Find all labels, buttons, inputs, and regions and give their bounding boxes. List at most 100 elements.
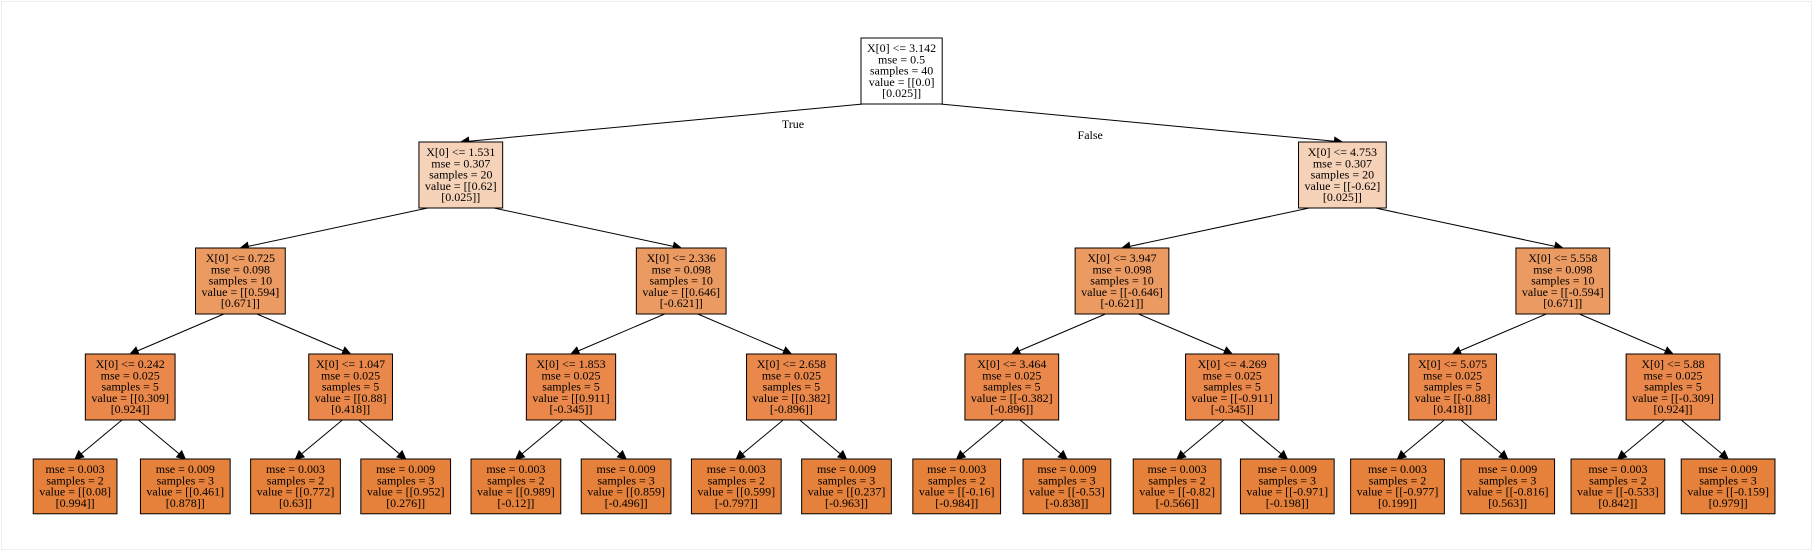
node-box [690, 458, 782, 515]
tree-edge [1240, 419, 1282, 455]
node-text-line: samples = 5 [322, 380, 379, 394]
node-text-line: samples = 5 [1424, 380, 1481, 394]
edge-arrowhead [1451, 346, 1463, 356]
tree-edge [521, 419, 564, 455]
edge-arrowhead [836, 449, 848, 460]
node-text-line: [0.878]] [166, 496, 205, 510]
node-text-line: value = [[0.08] [39, 485, 111, 499]
node-text-line: samples = 20 [1311, 168, 1374, 182]
node-text-line: value = [[0.461] [146, 485, 224, 499]
node-text-line: mse = 0.003 [707, 462, 766, 476]
node-text-line: [-0.896]] [770, 402, 813, 416]
tree-edge [301, 419, 343, 455]
node-text-line: samples = 2 [267, 473, 324, 487]
node-text-line: X[0] <= 3.464 [977, 357, 1046, 371]
node-box [1680, 458, 1776, 515]
edge-arrowhead [515, 449, 526, 460]
node-text-line: samples = 20 [429, 168, 492, 182]
node-text-line: [0.842]] [1598, 496, 1637, 510]
edge-label-false: False [1078, 128, 1103, 142]
node-text-line: samples = 3 [818, 473, 875, 487]
node-text-line: mse = 0.009 [817, 462, 876, 476]
edge-arrowhead [1222, 346, 1234, 356]
node-text-line: value = [[-0.16] [919, 485, 995, 499]
node-text-line: value = [[-0.911] [1192, 391, 1273, 405]
node-text-line: value = [[0.911] [532, 391, 609, 405]
node-text-line: [0.671]] [221, 296, 260, 310]
node-text-line: X[0] <= 0.725 [206, 251, 275, 265]
node-text-line: X[0] <= 1.853 [536, 357, 605, 371]
edge-arrowhead [74, 449, 85, 460]
node-text-line: value = [[0.237] [808, 485, 886, 499]
tree-edge [1623, 419, 1666, 455]
node-text-line: samples = 3 [377, 473, 434, 487]
node-text-line: mse = 0.009 [1478, 462, 1537, 476]
node-text-line: [0.63]] [279, 496, 312, 510]
node-text-line: value = [[0.772] [257, 485, 335, 499]
node-text-line: value = [[0.88] [315, 391, 387, 405]
node-text-line: value = [[0.599] [697, 485, 775, 499]
node-text-line: mse = 0.009 [376, 462, 435, 476]
node-text-line: X[0] <= 5.558 [1528, 251, 1597, 265]
node-text-line: value = [[-0.646] [1081, 285, 1163, 299]
tree-edge [138, 419, 180, 455]
edge-label-true: True [782, 117, 804, 131]
node-text-line: samples = 2 [928, 473, 985, 487]
edge-arrowhead [955, 449, 967, 460]
node-text-line: samples = 2 [1369, 473, 1426, 487]
node-box [1350, 458, 1445, 515]
node-text-line: value = [[-0.309] [1632, 391, 1714, 405]
node-text-line: value = [[-0.82] [1139, 485, 1215, 499]
node-text-line: mse = 0.009 [1037, 462, 1096, 476]
tree-edge [468, 103, 864, 142]
node-text-line: samples = 3 [1259, 473, 1316, 487]
node-text-line: samples = 2 [487, 473, 544, 487]
edge-arrowhead [1176, 449, 1187, 460]
node-text-line: [-0.345]] [550, 402, 593, 416]
edge-arrowhead [1617, 449, 1628, 460]
node-text-line: mse = 0.009 [597, 462, 656, 476]
node-text-line: value = [[0.859] [587, 485, 665, 499]
node-text-line: mse = 0.025 [762, 368, 821, 382]
node-box [964, 353, 1060, 421]
node-box [525, 353, 617, 421]
node-box [1460, 458, 1556, 515]
node-text-line: mse = 0.025 [1203, 368, 1262, 382]
node-box [1074, 247, 1170, 315]
node-text-line: [0.924]] [1654, 402, 1693, 416]
node-box [580, 458, 672, 515]
edge-arrowhead [1057, 449, 1068, 460]
tree-edge [697, 313, 785, 352]
node-box [912, 458, 1002, 515]
tree-edge [1680, 419, 1723, 455]
node-text-line: samples = 2 [1148, 473, 1205, 487]
node-box [418, 141, 504, 209]
node-text-line: value = [[-0.816] [1467, 485, 1549, 499]
node-text-line: samples = 5 [1203, 380, 1260, 394]
edge-arrowhead [616, 449, 627, 460]
node-text-line: mse = 0.307 [431, 156, 490, 170]
node-box [1132, 458, 1222, 515]
node-box [746, 353, 837, 421]
node-text-line: samples = 40 [870, 64, 933, 78]
node-text-line: mse = 0.098 [652, 262, 711, 276]
